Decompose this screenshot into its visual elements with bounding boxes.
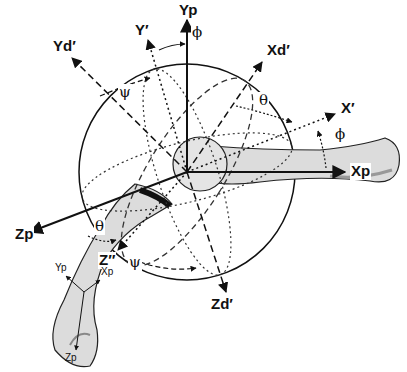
angle-label: ψ <box>118 84 132 101</box>
intermediate-axes <box>118 40 335 250</box>
axis-label: Yd′ <box>52 38 77 55</box>
axis-label: Zd′ <box>210 296 234 313</box>
proximal-axes <box>30 20 345 232</box>
angle-label: θ <box>258 92 269 109</box>
axis-label: X′ <box>340 100 356 117</box>
distal-axes <box>72 58 262 292</box>
axis-label: Yp <box>178 2 198 19</box>
angle-label: ϕ <box>334 126 346 143</box>
scapula-bone <box>53 184 172 367</box>
axis-label: Xp <box>350 163 371 180</box>
angle-label: ϕ <box>191 24 203 41</box>
angle-arcs <box>88 44 326 269</box>
axis-label: Y′ <box>134 22 150 39</box>
axis-label: Zp <box>14 226 34 243</box>
local-axis-label: Zp <box>64 352 78 363</box>
local-axis-label: Xp <box>100 266 114 277</box>
angle-label: θ <box>94 218 105 235</box>
local-axes <box>66 276 100 350</box>
local-axis-label: Yp <box>54 262 68 273</box>
angle-label: ψ <box>128 254 142 271</box>
axis-label: Xd′ <box>266 42 291 59</box>
